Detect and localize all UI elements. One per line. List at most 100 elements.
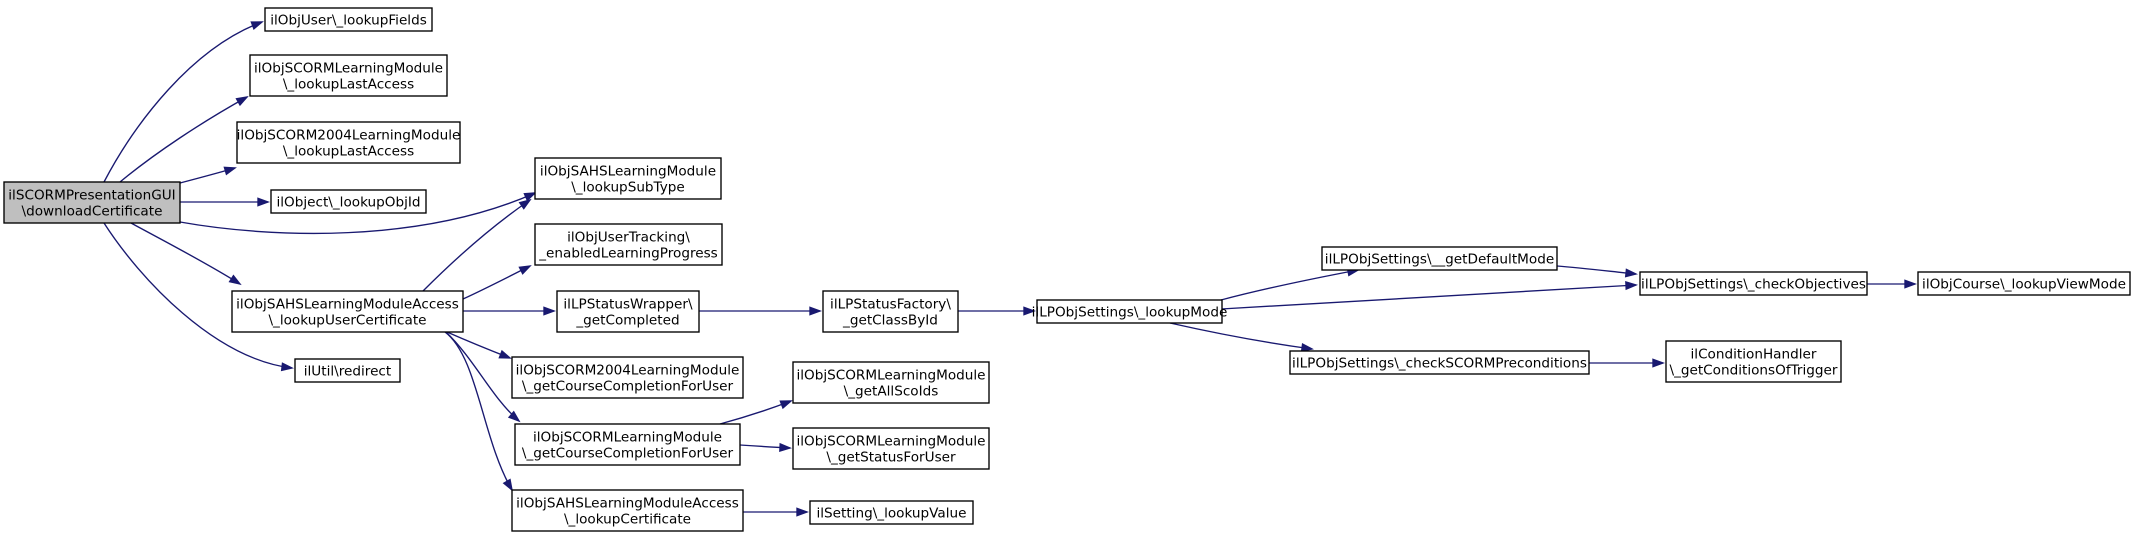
node-label-line: ilObjSCORMLearningModule (796, 368, 985, 384)
node-n_tracking[interactable]: ilObjUserTracking\_enabledLearningProgre… (534, 223, 723, 266)
node-n_lookupmode[interactable]: ilLPObjSettings\_lookupMode (1032, 299, 1228, 324)
edge-n_scorm_completion-to-n_allscoids (719, 400, 793, 425)
node-label-line: ilObjSCORM2004LearningModule (516, 363, 740, 379)
node-root[interactable]: ilSCORMPresentationGUI\downloadCertifica… (3, 181, 181, 224)
edge-n_lookupmode-to-n_scormprecond (1169, 322, 1314, 353)
node-n_usercert[interactable]: ilObjSAHSLearningModuleAccess\_lookupUse… (231, 290, 464, 333)
edge-n_lookupmode-to-n_defaultmode (1220, 267, 1360, 301)
node-n_scorm2004_lastaccess[interactable]: ilObjSCORM2004LearningModule\_lookupLast… (236, 121, 461, 164)
node-label-line: ilLPObjSettings\__getDefaultMode (1325, 252, 1554, 268)
node-box (534, 223, 723, 266)
node-n_scormprecond[interactable]: ilLPObjSettings\_checkSCORMPreconditions (1289, 350, 1590, 375)
edge-line (1220, 269, 1359, 301)
edge-line (1169, 322, 1313, 350)
arrowhead-icon (1904, 279, 1918, 289)
node-label-line: ilConditionHandler (1691, 347, 1817, 363)
edge-root-to-n_lookupobjid (180, 197, 271, 207)
node-n_classbyid[interactable]: ilLPStatusFactory\_getClassById (822, 290, 959, 333)
edge-root-to-n_scorm2004_lastaccess (179, 166, 237, 184)
node-label-line: \_lookupUserCertificate (268, 313, 426, 329)
node-box (1665, 340, 1842, 383)
arrowhead-icon (257, 197, 271, 207)
edge-root-to-n_userfields (103, 21, 264, 183)
node-n_getcompleted[interactable]: ilLPStatusWrapper\_getCompleted (556, 290, 700, 333)
node-label-line: \_getCourseCompletionForUser (522, 446, 734, 462)
node-label-line: _getClassById (842, 313, 938, 329)
edge-n_getcompleted-to-n_classbyid (699, 306, 823, 316)
node-label-line: \_lookupLastAccess (283, 144, 414, 160)
node-n_lookupvalue[interactable]: ilSetting\_lookupValue (809, 500, 974, 525)
arrowhead-icon (1023, 306, 1037, 316)
node-box (1639, 271, 1868, 296)
node-n_userfields[interactable]: ilObjUser\_lookupFields (264, 7, 433, 32)
edge-n_usercert-to-n_getcompleted (463, 306, 557, 316)
edge-n_usercert-to-n_lookupcert (444, 331, 514, 492)
node-box (792, 427, 990, 470)
node-box (556, 290, 700, 333)
node-label-line: \_getCourseCompletionForUser (522, 379, 734, 395)
node-box (3, 181, 181, 224)
arrowhead-icon (502, 478, 514, 492)
node-n_subtype[interactable]: ilObjSAHSLearningModule\_lookupSubType (534, 157, 722, 200)
edge-line (1556, 265, 1637, 275)
node-label-line: \_lookupCertificate (564, 512, 691, 528)
edge-root-to-n_usercert (130, 222, 242, 286)
node-label-line: ilObjSAHSLearningModuleAccess (236, 297, 459, 313)
node-label-line: ilUtil\redirect (304, 364, 391, 380)
edge-line (462, 265, 531, 300)
node-label-line: ilObjCourse\_lookupViewMode (1922, 277, 2126, 293)
node-n_lookupcert[interactable]: ilObjSAHSLearningModuleAccess\_lookupCer… (511, 489, 744, 532)
node-label-line: \downloadCertificate (22, 204, 163, 220)
edge-line (719, 400, 792, 425)
node-n_condtrigger[interactable]: ilConditionHandler\_getConditionsOfTrigg… (1665, 340, 1842, 383)
edge-n_scormprecond-to-n_condtrigger (1589, 358, 1666, 368)
node-label-line: \_getConditionsOfTrigger (1669, 363, 1837, 379)
node-n_lookupobjid[interactable]: ilObject\_lookupObjId (270, 189, 427, 214)
edge-line (119, 96, 248, 183)
edge-n_checkobj-to-n_viewmode (1867, 279, 1918, 289)
node-box (270, 189, 427, 214)
node-n_checkobj[interactable]: ilLPObjSettings\_checkObjectives (1639, 271, 1868, 296)
node-box (511, 489, 744, 532)
node-label-line: ilLPObjSettings\_lookupMode (1032, 305, 1228, 321)
arrowhead-icon (1625, 280, 1639, 291)
node-label-line: ilLPStatusWrapper\ (563, 297, 693, 313)
edge-line (422, 199, 531, 292)
edge-n_lookupcert-to-n_lookupvalue (743, 507, 810, 517)
node-n_redirect[interactable]: ilUtil\redirect (294, 358, 401, 383)
edge-n_lookupmode-to-n_checkobj (1220, 280, 1639, 310)
node-label-line: ilObjSCORM2004LearningModule (237, 128, 461, 144)
node-n_viewmode[interactable]: ilObjCourse\_lookupViewMode (1917, 271, 2131, 296)
node-label-line: \_getAllScoIds (844, 384, 939, 400)
node-label-line: ilLPObjSettings\_checkObjectives (1641, 277, 1866, 293)
node-label-line: ilObjSCORMLearningModule (533, 430, 722, 446)
node-box (792, 361, 990, 404)
edge-line (103, 21, 263, 183)
arrowhead-icon (518, 198, 532, 210)
edge-n_usercert-to-n_scorm2004_completion (446, 331, 512, 359)
node-n_scorm2004_completion[interactable]: ilObjSCORM2004LearningModule\_getCourseC… (511, 356, 744, 399)
node-box (264, 7, 433, 32)
node-box (1321, 246, 1558, 271)
edge-root-to-n_redirect (103, 222, 294, 372)
arrowhead-icon (779, 442, 793, 453)
node-label-line: \_lookupSubType (571, 180, 685, 196)
node-box (249, 54, 448, 97)
arrowhead-icon (1624, 268, 1638, 278)
node-n_defaultmode[interactable]: ilLPObjSettings\__getDefaultMode (1321, 246, 1558, 271)
arrowhead-icon (235, 96, 249, 107)
node-n_scorm_lastaccess[interactable]: ilObjSCORMLearningModule\_lookupLastAcce… (249, 54, 448, 97)
node-box (231, 290, 464, 333)
edge-n_usercert-to-n_subtype (422, 198, 532, 292)
arrowhead-icon (280, 362, 294, 372)
node-n_allscoids[interactable]: ilObjSCORMLearningModule\_getAllScoIds (792, 361, 990, 404)
edge-line (1220, 284, 1637, 310)
node-n_statusforuser[interactable]: ilObjSCORMLearningModule\_getStatusForUs… (792, 427, 990, 470)
node-n_scorm_completion[interactable]: ilObjSCORMLearningModule\_getCourseCompl… (514, 423, 741, 466)
node-box (514, 423, 741, 466)
nodes-layer: ilSCORMPresentationGUI\downloadCertifica… (3, 7, 2131, 532)
node-label-line: ilObjSAHSLearningModule (540, 164, 716, 180)
arrowhead-icon (1300, 343, 1314, 353)
arrowhead-icon (543, 306, 557, 316)
